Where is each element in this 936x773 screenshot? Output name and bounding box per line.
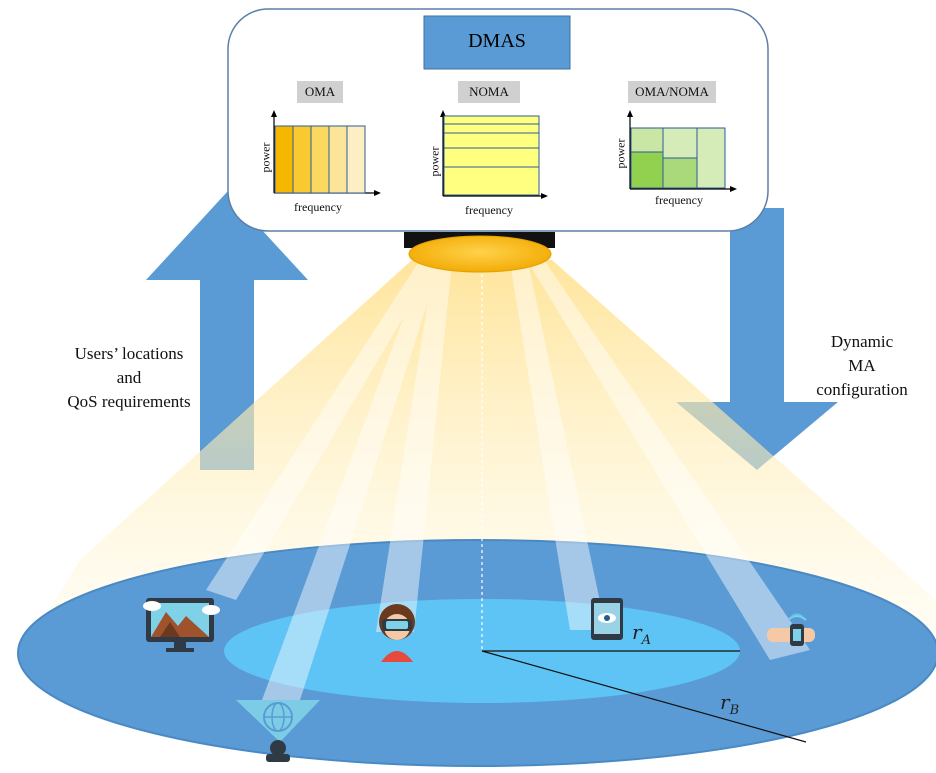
beam — [262, 262, 440, 700]
noma-ylabel: power — [427, 146, 442, 177]
noma-chart — [440, 110, 548, 199]
beams — [206, 260, 810, 700]
beam — [528, 260, 810, 660]
oma-noma-xlabel: frequency — [655, 193, 703, 207]
oma-bar — [346, 125, 366, 194]
uplink-label: Users’ locations and QoS requirements — [44, 342, 214, 414]
noma-layer — [443, 115, 540, 125]
dmas-title-box — [423, 15, 571, 70]
noma-layer — [443, 147, 540, 168]
noma-tag-box — [458, 81, 520, 103]
noma-xlabel: frequency — [465, 203, 513, 217]
oma-tag: OMA — [304, 84, 336, 99]
uplink-label-line: and — [116, 368, 142, 387]
downlink-label-line: configuration — [816, 380, 908, 399]
lamp-light-icon — [408, 235, 552, 273]
radius-b-label: rB — [720, 690, 739, 718]
uplink-arrow — [146, 192, 308, 470]
radius-b-sub: B — [729, 703, 740, 718]
oma-chart — [271, 110, 381, 196]
oma-ylabel: power — [258, 142, 273, 173]
beam — [206, 260, 436, 600]
uplink-label-line: Users’ locations — [74, 344, 184, 363]
oma-xlabel: frequency — [294, 200, 342, 214]
noma-layer — [443, 123, 540, 134]
beam — [376, 262, 452, 632]
noma-layer — [443, 166, 540, 196]
mixed-block — [662, 157, 698, 189]
monitor-icon — [143, 598, 220, 652]
oma-noma-tag: OMA/NOMA — [635, 84, 709, 99]
oma-bar — [292, 125, 312, 194]
globe-camera-icon — [236, 700, 320, 762]
tablet-icon — [591, 598, 623, 640]
radius-a-label: rA — [632, 620, 651, 648]
downlink-label-line: Dynamic — [830, 332, 894, 351]
uplink-label-line: QoS requirements — [67, 392, 191, 411]
oma-bar — [274, 125, 294, 194]
noma-tag: NOMA — [469, 84, 509, 99]
radius-b-symbol: r — [720, 690, 730, 714]
radius-a-symbol: r — [632, 620, 642, 644]
oma-bar — [310, 125, 330, 194]
mixed-block — [662, 127, 698, 159]
dmas-title: DMAS — [468, 30, 526, 52]
light-cone — [30, 260, 936, 640]
radius-b-line — [481, 650, 807, 743]
oma-noma-ylabel: power — [613, 138, 628, 169]
downlink-label: Dynamic MA configuration — [790, 330, 934, 402]
smartwatch-icon — [767, 613, 815, 646]
oma-tag-box — [297, 81, 343, 103]
mixed-block — [630, 151, 664, 189]
noma-layer — [443, 132, 540, 149]
oma-noma-chart — [627, 110, 737, 192]
radius-a-sub: A — [641, 633, 651, 648]
vr-headset-user-icon — [379, 604, 415, 662]
downlink-arrow — [676, 208, 838, 470]
mixed-block — [630, 127, 664, 153]
downlink-label-line: MA — [848, 356, 876, 375]
beam — [510, 262, 606, 630]
mixed-block — [696, 127, 726, 189]
oma-bar — [328, 125, 348, 194]
oma-noma-tag-box — [628, 81, 716, 103]
